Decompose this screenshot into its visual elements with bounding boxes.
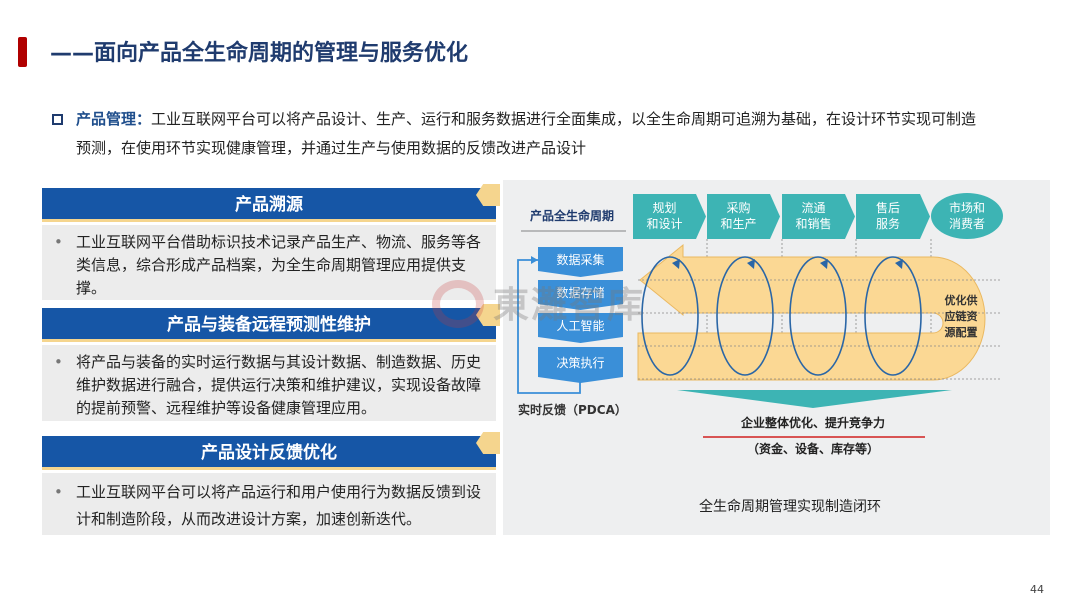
bullet-icon: •: [54, 233, 63, 251]
cycle-ring: [864, 256, 922, 376]
stage-ellipse: [931, 193, 1003, 239]
bullet-icon: •: [54, 353, 63, 371]
stage-chevron: [707, 194, 780, 239]
card-body: • 工业互联网平台借助标识技术记录产品生产、物流、服务等各类信息，综合形成产品档案…: [42, 225, 496, 300]
stage-chevron: [856, 194, 930, 239]
process-step-label: 决策执行: [556, 356, 604, 370]
stage-label: 市场和: [949, 200, 985, 215]
cycle-ring: [641, 256, 699, 376]
arrow-icon: [531, 256, 538, 264]
title-accent-bar: [18, 37, 27, 67]
process-step-label: 人工智能: [556, 318, 604, 333]
stage-label: 采购: [726, 200, 750, 215]
stage-chevron: [633, 194, 706, 239]
page-number: 44: [1030, 583, 1044, 596]
process-step: [538, 247, 623, 277]
stage-label: 服务: [876, 216, 900, 231]
card-title: 产品设计反馈优化: [201, 443, 337, 463]
stage-label: 和生产: [720, 217, 756, 231]
watermark: 東灘智库: [435, 276, 645, 328]
cycle-ring: [716, 256, 774, 376]
process-step: [538, 280, 623, 310]
page-title: ——面向产品全生命周期的管理与服务优化: [50, 41, 469, 66]
stage-label: 消费者: [949, 217, 985, 231]
optimize-text: 优化供: [945, 293, 978, 307]
arrow-icon: [820, 259, 828, 269]
card-text: 工业互联网平台借助标识技术记录产品生产、物流、服务等各类信息，综合形成产品档案，…: [76, 233, 482, 297]
process-step-label: 数据采集: [556, 252, 604, 267]
square-bullet-icon: [52, 114, 63, 125]
loop-arrow: [637, 243, 986, 381]
cycle-ring: [789, 256, 847, 376]
card-title: 产品与装备远程预测性维护: [167, 315, 371, 335]
feedback-label: 实时反馈（PDCA）: [518, 402, 627, 417]
result-text: 企业整体优化、提升竞争力: [740, 415, 885, 430]
card-text: 工业互联网平台可以将产品运行和用户使用行为数据反馈到设计和制造阶段，从而改进设计…: [76, 483, 482, 528]
result-arrow: [677, 390, 952, 408]
optimize-text: 源配置: [945, 325, 978, 339]
tab-marker-icon: [476, 432, 500, 454]
watermark-logo: [432, 280, 484, 328]
card-title: 产品溯源: [235, 195, 303, 215]
tab-marker-icon: [476, 184, 500, 206]
arrow-icon: [895, 259, 903, 269]
intro-paragraph: 产品管理：工业互联网平台可以将产品设计、生产、运行和服务数据进行全面集成，以全生…: [52, 105, 1042, 163]
stage-label: 规划: [652, 200, 676, 215]
process-step: [538, 313, 623, 343]
stage-label: 和设计: [646, 217, 682, 231]
card-body: • 将产品与装备的实时运行数据与其设计数据、制造数据、历史维护数据进行融合，提供运…: [42, 345, 496, 421]
feedback-line: [517, 259, 581, 394]
intro-text: 工业互联网平台可以将产品设计、生产、运行和服务数据进行全面集成，以全生命周期可追…: [151, 110, 977, 128]
watermark-text: 東灘智库: [493, 284, 646, 326]
arrow-icon: [747, 259, 755, 269]
card-header-traceability: 产品溯源: [42, 184, 500, 222]
stage-chevron: [782, 194, 855, 239]
lifecycle-label: 产品全生命周期: [530, 208, 614, 223]
optimize-text: 应链资: [945, 309, 978, 323]
result-subtext: （资金、设备、库存等）: [747, 441, 879, 456]
stage-label: 和销售: [795, 216, 831, 231]
lifecycle-diagram: 产品全生命周期 规划和设计 采购和生产 流通和销售 售后服务 市场和消费者 优化供 应链…: [503, 180, 1050, 535]
bullet-icon: •: [54, 483, 63, 501]
process-step-label: 数据存储: [556, 285, 604, 300]
card-header-maintenance: 产品与装备远程预测性维护: [42, 304, 500, 342]
process-step: [538, 347, 623, 383]
diagram-caption: 全生命周期管理实现制造闭环: [699, 498, 881, 515]
intro-text-2: 预测，在使用环节实现健康管理，并通过生产与使用数据的反馈改进产品设计: [76, 139, 587, 157]
intro-label: 产品管理：: [76, 110, 152, 128]
arrow-icon: [672, 259, 680, 269]
card-text: 将产品与装备的实时运行数据与其设计数据、制造数据、历史维护数据进行融合，提供运行…: [76, 353, 482, 417]
card-body: • 工业互联网平台可以将产品运行和用户使用行为数据反馈到设计和制造阶段，从而改进设…: [42, 473, 496, 535]
stage-label: 售后: [876, 200, 900, 215]
card-header-design-feedback: 产品设计反馈优化: [42, 432, 500, 470]
stage-label: 流通: [801, 201, 825, 215]
